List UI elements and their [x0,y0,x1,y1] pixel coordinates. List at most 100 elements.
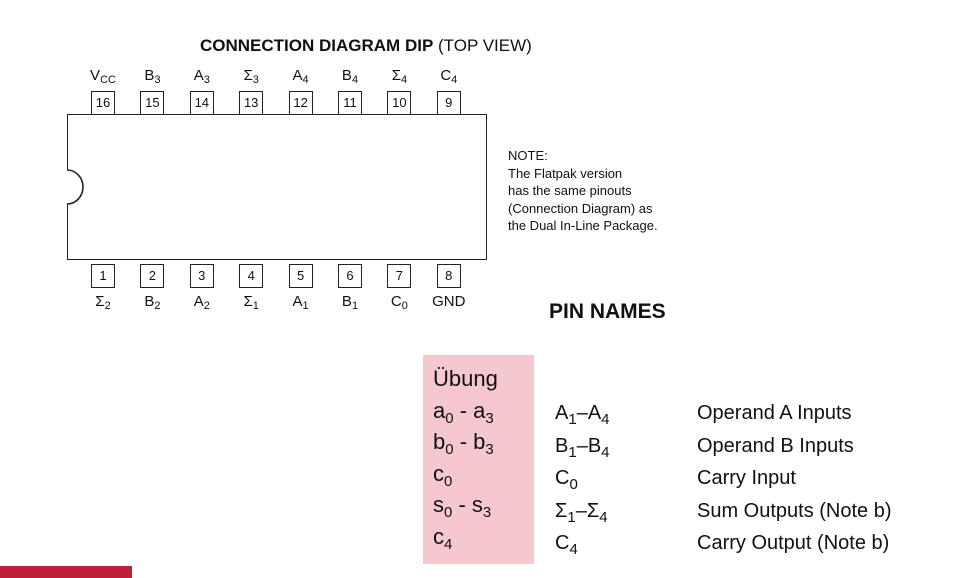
pin-signal-name: B [144,67,155,84]
pin-symbol-part-s1: C [555,467,570,489]
pin-signal-index: 3 [154,74,161,86]
note-block: NOTE: The Flatpak version has the same p… [508,147,658,235]
pin-signal-name: B [341,293,352,310]
pin-signal-index: 1 [302,300,309,312]
note-line: has the same pinouts [508,183,632,198]
uebung-part-b: a [473,397,486,423]
pin-15-label: B3 [130,67,174,86]
pin-7-label: C0 [377,293,421,312]
note-line: the Dual In-Line Package. [508,218,658,233]
pin-4-label: Σ1 [229,293,273,312]
pin-13-label: Σ3 [229,67,273,86]
note-line: (Connection Diagram) as [508,200,653,216]
pin-signal-index: 4 [302,74,309,86]
uebung-part-sep: - [452,492,472,517]
pin-symbol-part-n2: 4 [599,508,608,526]
uebung-part-an: 0 [444,504,453,521]
pin-signal-index: 3 [203,74,210,86]
uebung-highlight-box [423,355,534,564]
pin-signal-name: C [390,293,402,310]
uebung-part-sep: - [453,429,474,454]
pin-6-label: B1 [328,293,372,312]
pin-signal-name: Σ [243,67,253,84]
pin-signal-index: 4 [451,74,458,86]
pin-7: 7 [387,264,412,288]
pin-9: 9 [436,91,461,115]
accent-bar [0,566,132,578]
pin-15: 15 [140,91,165,115]
uebung-part-b: s [471,492,483,517]
pin-signal-name: Σ [95,293,105,310]
uebung-part-bn: 3 [485,441,494,458]
pin-symbol-part-n1: 0 [569,476,578,493]
pin-symbol: C4 [555,527,578,560]
pin-1-label: Σ2 [81,293,125,312]
pin-symbol-part-s1: A [555,402,569,424]
uebung-row: c0 [433,458,498,490]
diagram-title-bold: CONNECTION DIAGRAM DIP [200,36,434,55]
pin-signal-index: CC [100,74,116,86]
uebung-row: s0 - s3 [433,489,498,521]
pin-symbol-part-dash: – [575,499,587,522]
pin-signal-name: GND [432,293,466,310]
pin-signal-index: 4 [400,74,408,86]
pin-1: 1 [91,264,115,288]
pin-16: 16 [91,91,115,115]
pin-3-label: A2 [180,293,224,312]
pin-symbol-part-s2: Σ [586,499,600,522]
pin-symbol-part-s2: B [587,434,602,457]
pin-10-label: Σ4 [377,67,421,86]
pin-description: Operand A Inputs [697,402,852,424]
uebung-part-a: s [433,492,444,517]
pin-5: 5 [288,264,313,288]
pin-12: 12 [288,91,313,115]
pin-signal-index: 4 [351,74,359,86]
pin-symbol: Σ1–Σ4 [555,495,608,528]
pin-description: Carry Output (Note b) [697,532,890,554]
pin-description: Carry Input [697,467,796,489]
pin-symbol: A1–A4 [555,397,610,430]
note-line: The Flatpak version [508,165,623,181]
pin-symbol-part-n2: 4 [601,443,610,461]
pin-2: 2 [140,264,165,288]
pin-signal-name: A [193,67,204,84]
dip-package-body [67,114,487,260]
pin-signal-name: B [341,67,352,84]
pin-10: 10 [387,91,412,115]
pin-2-label: B2 [130,293,174,312]
pin-5-label: A1 [279,293,323,312]
pin-signal-index: 1 [252,300,259,312]
pin-11: 11 [338,91,362,115]
uebung-part-a: c [433,460,444,486]
pin-16-label: VCC [81,67,125,86]
pin-description: Sum Outputs (Note b) [697,499,892,522]
pin-8: 8 [436,264,461,288]
pin-signal-name: A [292,67,303,84]
pin-symbol-part-n2: 4 [601,411,610,428]
uebung-part-an: 0 [444,472,453,490]
pin-signal-name: Σ [391,67,401,84]
diagram-title-normal: (TOP VIEW) [433,36,532,55]
uebung-heading: Übung [433,366,498,391]
pin-signal-name: V [90,67,101,84]
note-heading: NOTE: [508,148,548,163]
uebung-row: a0 - a3 [433,395,498,427]
pin-3: 3 [189,264,214,288]
pin-symbol-part-s1: C [555,532,570,554]
pin-symbol-part-n1: 4 [569,541,578,558]
pin-signal-name: Σ [243,293,253,310]
uebung-part-a: c [433,523,444,549]
pin-symbol-part-s2: A [587,402,602,424]
pin-symbol-part-dash: – [576,434,588,457]
pin-8-label: GND [427,293,471,311]
uebung-part-b: b [473,429,486,454]
pin-signal-name: A [193,293,204,310]
orientation-notch [58,168,84,206]
pin-symbol-part-n1: 1 [567,508,576,526]
pin-names-heading: PIN NAMES [549,300,666,323]
pin-11-label: B4 [328,67,372,86]
uebung-part-an: 4 [444,535,453,553]
uebung-row: c4 [433,521,498,553]
uebung-part-sep: - [453,397,474,423]
